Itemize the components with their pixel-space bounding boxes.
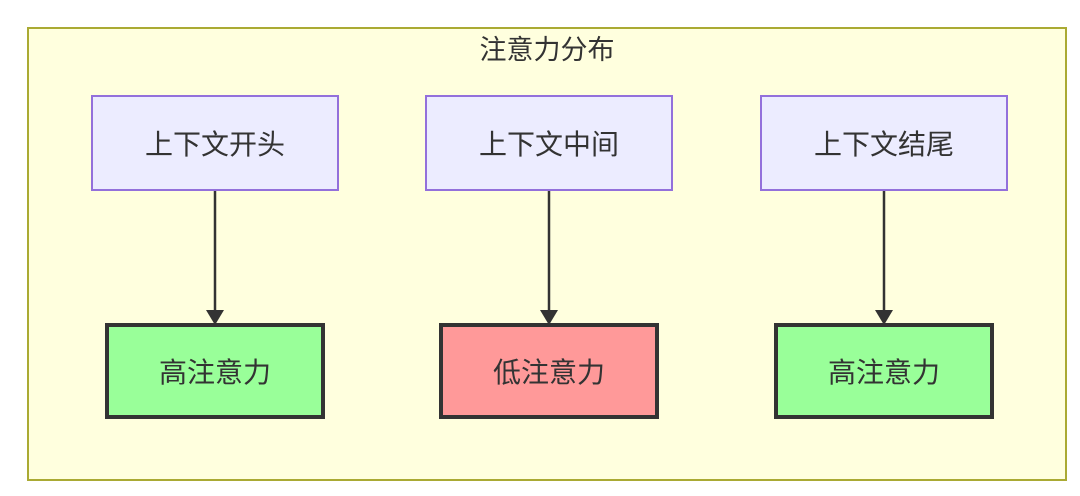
node-high-attention-2-label: 高注意力 (827, 357, 940, 388)
cluster-title: 注意力分布 (479, 35, 615, 65)
arrow-down-icon (540, 191, 558, 325)
node-context-middle-label: 上下文中间 (478, 129, 619, 160)
attention-distribution-cluster: 注意力分布 上下文开头 上下文中间 上下文结尾 高注意力 低注意力 (27, 27, 1067, 481)
node-high-attention-1-label: 高注意力 (158, 357, 271, 388)
node-low-attention: 低注意力 (439, 323, 659, 419)
node-context-middle: 上下文中间 (425, 95, 673, 191)
node-low-attention-label: 低注意力 (492, 357, 605, 388)
node-context-end-label: 上下文结尾 (813, 129, 954, 160)
node-high-attention-1: 高注意力 (105, 323, 325, 419)
arrow-down-icon (206, 191, 224, 325)
node-context-end: 上下文结尾 (760, 95, 1008, 191)
arrow-down-icon (875, 191, 893, 325)
node-high-attention-2: 高注意力 (774, 323, 994, 419)
node-context-beginning: 上下文开头 (91, 95, 339, 191)
node-context-beginning-label: 上下文开头 (144, 129, 285, 160)
